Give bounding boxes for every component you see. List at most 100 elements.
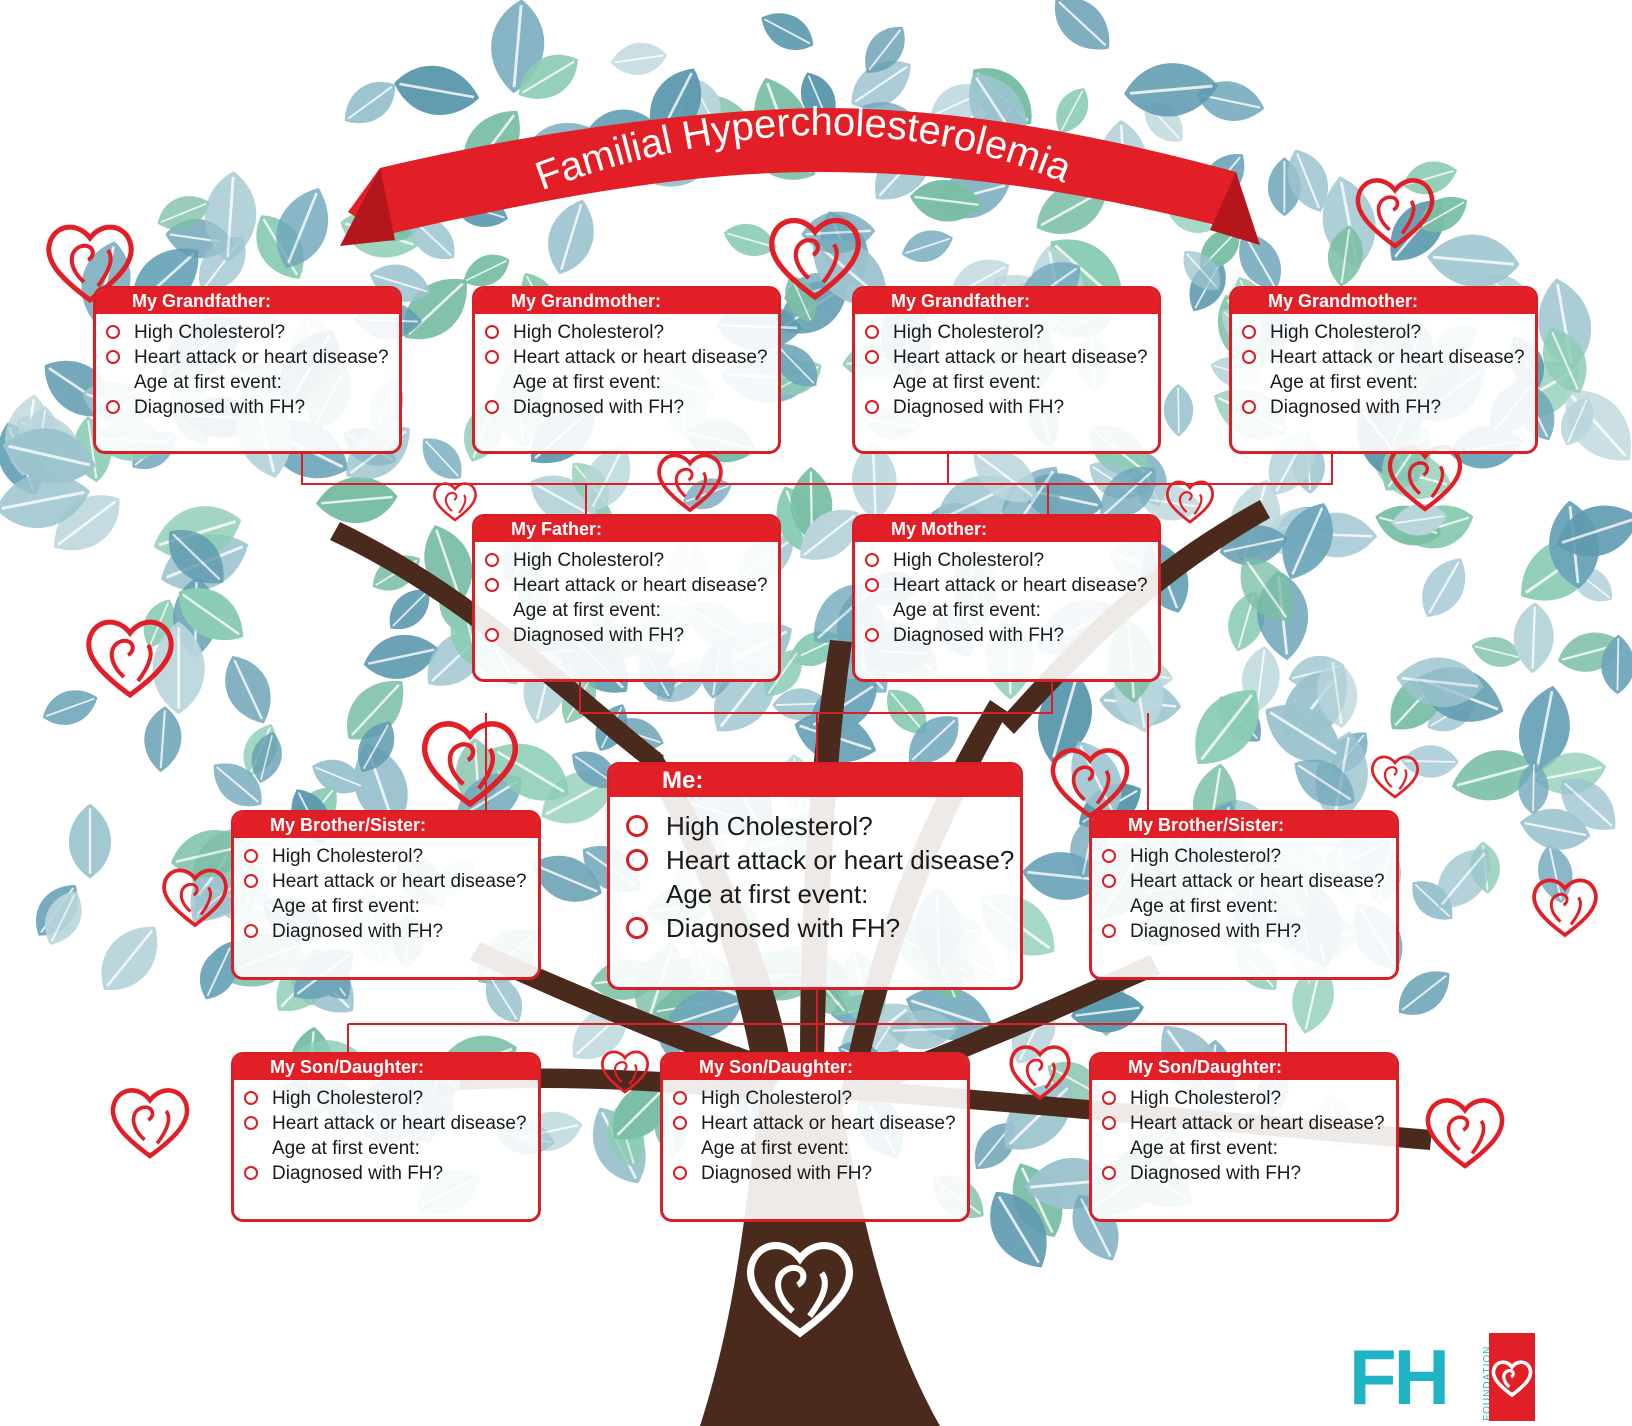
question-heart-disease[interactable]: Heart attack or heart disease? <box>1242 345 1535 370</box>
question-age-first-event[interactable]: Age at first event: <box>865 598 1158 623</box>
radio-icon[interactable] <box>244 1166 258 1180</box>
question-age-first-event[interactable]: Age at first event: <box>865 370 1158 395</box>
question-high-cholesterol[interactable]: High Cholesterol? <box>673 1086 967 1111</box>
heart-icon <box>113 1090 187 1156</box>
question-age-first-event[interactable]: Age at first event: <box>244 1136 538 1161</box>
question-age-first-event[interactable]: Age at first event: <box>1242 370 1535 395</box>
question-diagnosed-fh[interactable]: Diagnosed with FH? <box>1102 919 1396 944</box>
radio-icon[interactable] <box>1102 1116 1116 1130</box>
card-title: My Grandfather: <box>855 289 1158 314</box>
question-high-cholesterol[interactable]: High Cholesterol? <box>1102 1086 1396 1111</box>
question-heart-disease[interactable]: Heart attack or heart disease? <box>673 1111 967 1136</box>
question-age-first-event[interactable]: Age at first event: <box>485 598 778 623</box>
card-child-right: My Son/Daughter: High Cholesterol? Heart… <box>1089 1052 1399 1222</box>
card-title: My Grandmother: <box>475 289 778 314</box>
radio-icon[interactable] <box>865 350 879 364</box>
question-heart-disease[interactable]: Heart attack or heart disease? <box>626 843 1020 877</box>
leaf <box>67 802 113 880</box>
question-heart-disease[interactable]: Heart attack or heart disease? <box>106 345 399 370</box>
question-high-cholesterol[interactable]: High Cholesterol? <box>244 1086 538 1111</box>
question-diagnosed-fh[interactable]: Diagnosed with FH? <box>244 1161 538 1186</box>
question-age-first-event[interactable]: Age at first event: <box>244 894 538 919</box>
radio-icon[interactable] <box>485 578 499 592</box>
question-high-cholesterol[interactable]: High Cholesterol? <box>865 320 1158 345</box>
question-heart-disease[interactable]: Heart attack or heart disease? <box>244 869 538 894</box>
radio-icon[interactable] <box>485 628 499 642</box>
question-age-first-event[interactable]: Age at first event: <box>485 370 778 395</box>
question-age-first-event[interactable]: Age at first event: <box>626 877 1020 911</box>
radio-icon[interactable] <box>1102 849 1116 863</box>
radio-icon[interactable] <box>1102 924 1116 938</box>
radio-icon[interactable] <box>106 400 120 414</box>
radio-icon[interactable] <box>485 400 499 414</box>
radio-icon[interactable] <box>673 1166 687 1180</box>
question-heart-disease[interactable]: Heart attack or heart disease? <box>485 345 778 370</box>
radio-icon[interactable] <box>865 628 879 642</box>
question-high-cholesterol[interactable]: High Cholesterol? <box>106 320 399 345</box>
radio-icon[interactable] <box>1242 325 1256 339</box>
radio-icon[interactable] <box>865 400 879 414</box>
radio-icon[interactable] <box>244 1116 258 1130</box>
question-heart-disease[interactable]: Heart attack or heart disease? <box>244 1111 538 1136</box>
question-label: High Cholesterol? <box>1270 322 1422 343</box>
question-age-first-event[interactable]: Age at first event: <box>1102 1136 1396 1161</box>
radio-icon[interactable] <box>244 849 258 863</box>
radio-icon[interactable] <box>106 350 120 364</box>
question-diagnosed-fh[interactable]: Diagnosed with FH? <box>106 395 399 420</box>
question-high-cholesterol[interactable]: High Cholesterol? <box>1102 844 1396 869</box>
card-title: My Father: <box>475 517 778 542</box>
question-label: Heart attack or heart disease? <box>272 871 527 892</box>
radio-icon[interactable] <box>673 1116 687 1130</box>
question-label: High Cholesterol? <box>893 322 1045 343</box>
radio-icon[interactable] <box>485 553 499 567</box>
radio-icon[interactable] <box>1102 874 1116 888</box>
card-mother: My Mother: High Cholesterol? Heart attac… <box>852 514 1161 682</box>
radio-icon[interactable] <box>244 924 258 938</box>
question-age-first-event[interactable]: Age at first event: <box>106 370 399 395</box>
question-label: Heart attack or heart disease? <box>666 845 1015 875</box>
question-diagnosed-fh[interactable]: Diagnosed with FH? <box>626 911 1020 945</box>
question-high-cholesterol[interactable]: High Cholesterol? <box>485 548 778 573</box>
question-heart-disease[interactable]: Heart attack or heart disease? <box>865 573 1158 598</box>
question-high-cholesterol[interactable]: High Cholesterol? <box>1242 320 1535 345</box>
radio-icon[interactable] <box>865 578 879 592</box>
radio-icon[interactable] <box>673 1091 687 1105</box>
question-label: Heart attack or heart disease? <box>893 575 1148 596</box>
radio-icon[interactable] <box>244 1091 258 1105</box>
question-label: Diagnosed with FH? <box>893 397 1065 418</box>
question-heart-disease[interactable]: Heart attack or heart disease? <box>485 573 778 598</box>
question-diagnosed-fh[interactable]: Diagnosed with FH? <box>1242 395 1535 420</box>
question-diagnosed-fh[interactable]: Diagnosed with FH? <box>865 623 1158 648</box>
question-diagnosed-fh[interactable]: Diagnosed with FH? <box>244 919 538 944</box>
radio-icon[interactable] <box>1242 400 1256 414</box>
question-heart-disease[interactable]: Heart attack or heart disease? <box>865 345 1158 370</box>
radio-icon[interactable] <box>244 874 258 888</box>
radio-icon[interactable] <box>865 325 879 339</box>
radio-icon[interactable] <box>1242 350 1256 364</box>
question-diagnosed-fh[interactable]: Diagnosed with FH? <box>1102 1161 1396 1186</box>
question-diagnosed-fh[interactable]: Diagnosed with FH? <box>673 1161 967 1186</box>
question-label: Age at first event: <box>666 879 869 909</box>
radio-icon[interactable] <box>485 325 499 339</box>
question-heart-disease[interactable]: Heart attack or heart disease? <box>1102 869 1396 894</box>
question-high-cholesterol[interactable]: High Cholesterol? <box>865 548 1158 573</box>
question-age-first-event[interactable]: Age at first event: <box>1102 894 1396 919</box>
radio-icon[interactable] <box>1102 1166 1116 1180</box>
radio-icon[interactable] <box>626 917 648 939</box>
question-high-cholesterol[interactable]: High Cholesterol? <box>485 320 778 345</box>
question-diagnosed-fh[interactable]: Diagnosed with FH? <box>485 623 778 648</box>
radio-icon[interactable] <box>626 815 648 837</box>
question-heart-disease[interactable]: Heart attack or heart disease? <box>1102 1111 1396 1136</box>
radio-icon[interactable] <box>485 350 499 364</box>
leaf <box>312 472 401 528</box>
radio-icon[interactable] <box>1102 1091 1116 1105</box>
question-diagnosed-fh[interactable]: Diagnosed with FH? <box>865 395 1158 420</box>
radio-icon[interactable] <box>626 849 648 871</box>
question-high-cholesterol[interactable]: High Cholesterol? <box>244 844 538 869</box>
question-high-cholesterol[interactable]: High Cholesterol? <box>626 809 1020 843</box>
question-label: Diagnosed with FH? <box>893 625 1065 646</box>
question-diagnosed-fh[interactable]: Diagnosed with FH? <box>485 395 778 420</box>
radio-icon[interactable] <box>865 553 879 567</box>
question-age-first-event[interactable]: Age at first event: <box>673 1136 967 1161</box>
radio-icon[interactable] <box>106 325 120 339</box>
